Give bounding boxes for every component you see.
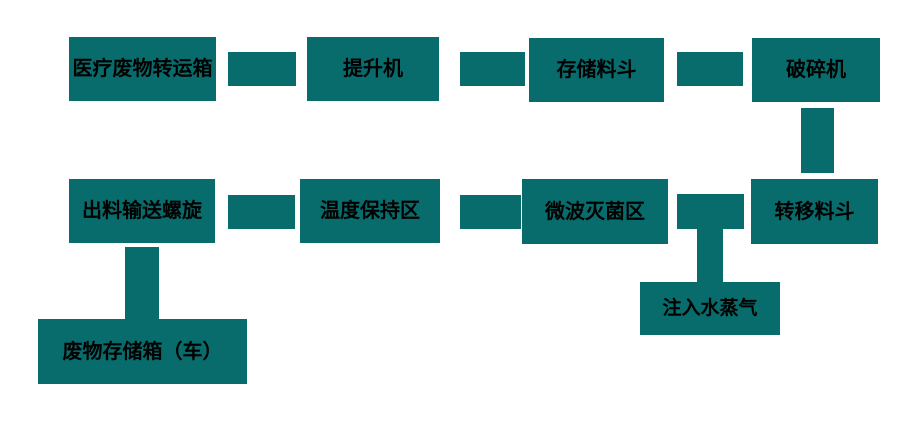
connector-storagehopper-crusher	[677, 52, 743, 86]
node-temperature-holding-zone: 温度保持区	[300, 179, 440, 243]
node-storage-hopper: 存储料斗	[529, 38, 664, 102]
connector-dischargescrew-temperaturezone	[228, 195, 295, 229]
connector-microwavezone-transferhopper	[677, 194, 744, 229]
node-medical-waste-transfer-box: 医疗废物转运箱	[69, 37, 216, 101]
node-transfer-hopper: 转移料斗	[751, 179, 878, 244]
node-discharge-conveyor-screw: 出料输送螺旋	[69, 179, 215, 243]
connector-elevator-storagehopper	[460, 52, 525, 86]
node-elevator: 提升机	[307, 37, 439, 101]
connector-temperaturezone-microwavezone	[460, 195, 521, 229]
connector-transferbox-elevator	[228, 52, 296, 86]
node-microwave-sterilization-zone: 微波灭菌区	[522, 179, 668, 244]
connector-dischargescrew-wastestorage	[125, 247, 159, 319]
node-crusher: 破碎机	[752, 38, 880, 102]
connector-crusher-transferhopper	[801, 108, 834, 173]
node-steam-injection: 注入水蒸气	[640, 282, 780, 335]
node-waste-storage-box-cart: 废物存储箱（车）	[38, 319, 247, 384]
connector-steaminjection-microwavezone	[697, 229, 723, 282]
